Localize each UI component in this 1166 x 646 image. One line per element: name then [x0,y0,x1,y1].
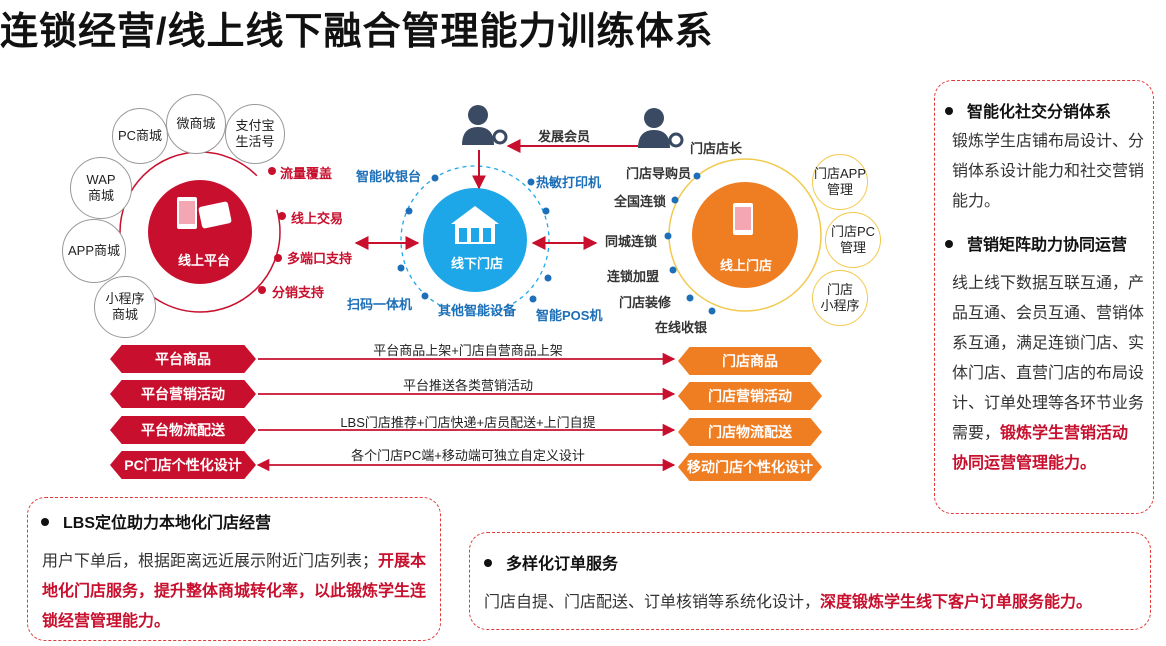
box-lbs: LBS定位助力本地化门店经营 用户下单后，根据距离远近展示附近门店列表；开展本地… [27,497,441,641]
online-dots [258,167,286,294]
manager-person-icon [638,108,684,148]
flow-left-1: 平台商品 [110,345,256,373]
box-social-distribution: 智能化社交分销体系 锻炼学生店铺布局设计、分销体系设计能力和社交营销能力。 营销… [934,80,1154,514]
offline-dots [397,174,552,303]
bubble-store-app: 门店APP 管理 [812,154,868,210]
offline-device-1: 智能收银台 [356,169,422,184]
store-dots [664,172,716,315]
flow-left-2: 平台营销活动 [110,380,256,408]
box-lbs-text: 用户下单后，根据距离远近展示附近门店列表； [42,553,379,570]
store-app-icon [733,203,753,235]
offline-center-label: 线下门店 [451,256,504,271]
online-feature-2: 线上交易 [291,211,344,226]
flow-text-2: 平台推送各类营销活动 [402,378,533,393]
online-center-label: 线上平台 [178,253,231,268]
page-title: 连锁经营/线上线下融合管理能力训练体系 [0,11,714,53]
flow-text-1: 平台商品上架+门店自营商品上架 [373,343,563,358]
flow-right-3: 门店物流配送 [678,418,822,446]
store-feature-5: 门店装修 [619,295,672,310]
bullet-dot-2 [945,239,953,248]
box-order-text-highlight: 深度锻炼学生线下客户订单服务能力。 [820,594,1093,611]
box-right-text-2-highlight: 锻炼学生营销活动协同运营管理能力。 [952,425,1129,472]
store-manager-label: 门店店长 [690,141,743,156]
flow-left-3: 平台物流配送 [110,416,256,444]
bubble-wap-mall: WAP 商城 [70,157,132,219]
box-order-service: 多样化订单服务 门店自提、门店配送、订单核销等系统化设计，深度锻炼学生线下客户订… [469,532,1151,630]
store-feature-6: 在线收银 [655,320,708,335]
store-feature-4: 连锁加盟 [607,269,660,284]
offline-device-3: 扫码一体机 [347,297,413,312]
online-feature-1: 流量覆盖 [280,166,333,181]
online-feature-3: 多端口支持 [287,251,353,266]
store-feature-3: 同城连锁 [605,234,658,249]
box-right-text-2: 线上线下数据互联互通，产品互通、会员互通、营销体系互通，满足连锁门店、实体门店、… [952,275,1145,442]
box-order-heading: 多样化订单服务 [506,556,619,573]
flow-right-1: 门店商品 [678,347,822,375]
store-center-label: 线上门店 [720,258,773,273]
box-order-text: 门店自提、门店配送、订单核销等系统化设计， [484,594,821,611]
online-app-icon [177,197,232,229]
offline-device-5: 智能POS机 [536,308,603,323]
bubble-alipay: 支付宝 生活号 [225,104,285,164]
bubble-wechat-mall: 微商城 [166,94,226,154]
flow-right-4: 移动门店个性化设计 [678,453,822,481]
box-lbs-heading: LBS定位助力本地化门店经营 [63,515,272,532]
box-right-heading-2: 营销矩阵助力协同运营 [967,237,1128,254]
flow-right-2: 门店营销活动 [678,382,822,410]
bullet-dot-1 [945,106,953,115]
member-person-icon [462,105,508,145]
offline-device-4: 其他智能设备 [438,303,517,318]
store-feature-2: 全国连锁 [614,194,667,209]
online-feature-4: 分销支持 [272,285,325,300]
offline-top-label: 发展会员 [538,129,591,144]
bubble-miniprogram-mall: 小程序 商城 [94,276,156,338]
box-lbs-text-highlight: 开展本地化门店服务，提升整体商城转化率，以此锻炼学生连锁经营管理能力。 [42,553,427,630]
bubble-app-mall: APP商城 [62,219,126,283]
box-right-text-1: 锻炼学生店铺布局设计、分销体系设计能力和社交营销能力。 [952,133,1145,210]
bubble-store-miniprogram: 门店 小程序 [812,270,868,326]
flow-text-4: 各个门店PC端+移动端可独立自定义设计 [351,448,585,463]
bubble-store-pc: 门店PC 管理 [825,212,881,268]
offline-device-2: 热敏打印机 [536,175,602,190]
flow-text-3: LBS门店推荐+门店快递+店员配送+上门自提 [340,415,596,430]
bullet-dot-3 [41,517,49,526]
flow-left-4: PC门店个性化设计 [110,451,256,479]
bullet-dot-4 [484,558,492,567]
store-feature-1: 门店导购员 [626,166,692,181]
store-house-icon [451,206,499,244]
box-right-heading-1: 智能化社交分销体系 [967,104,1112,121]
bubble-pc-mall: PC商城 [112,108,168,164]
